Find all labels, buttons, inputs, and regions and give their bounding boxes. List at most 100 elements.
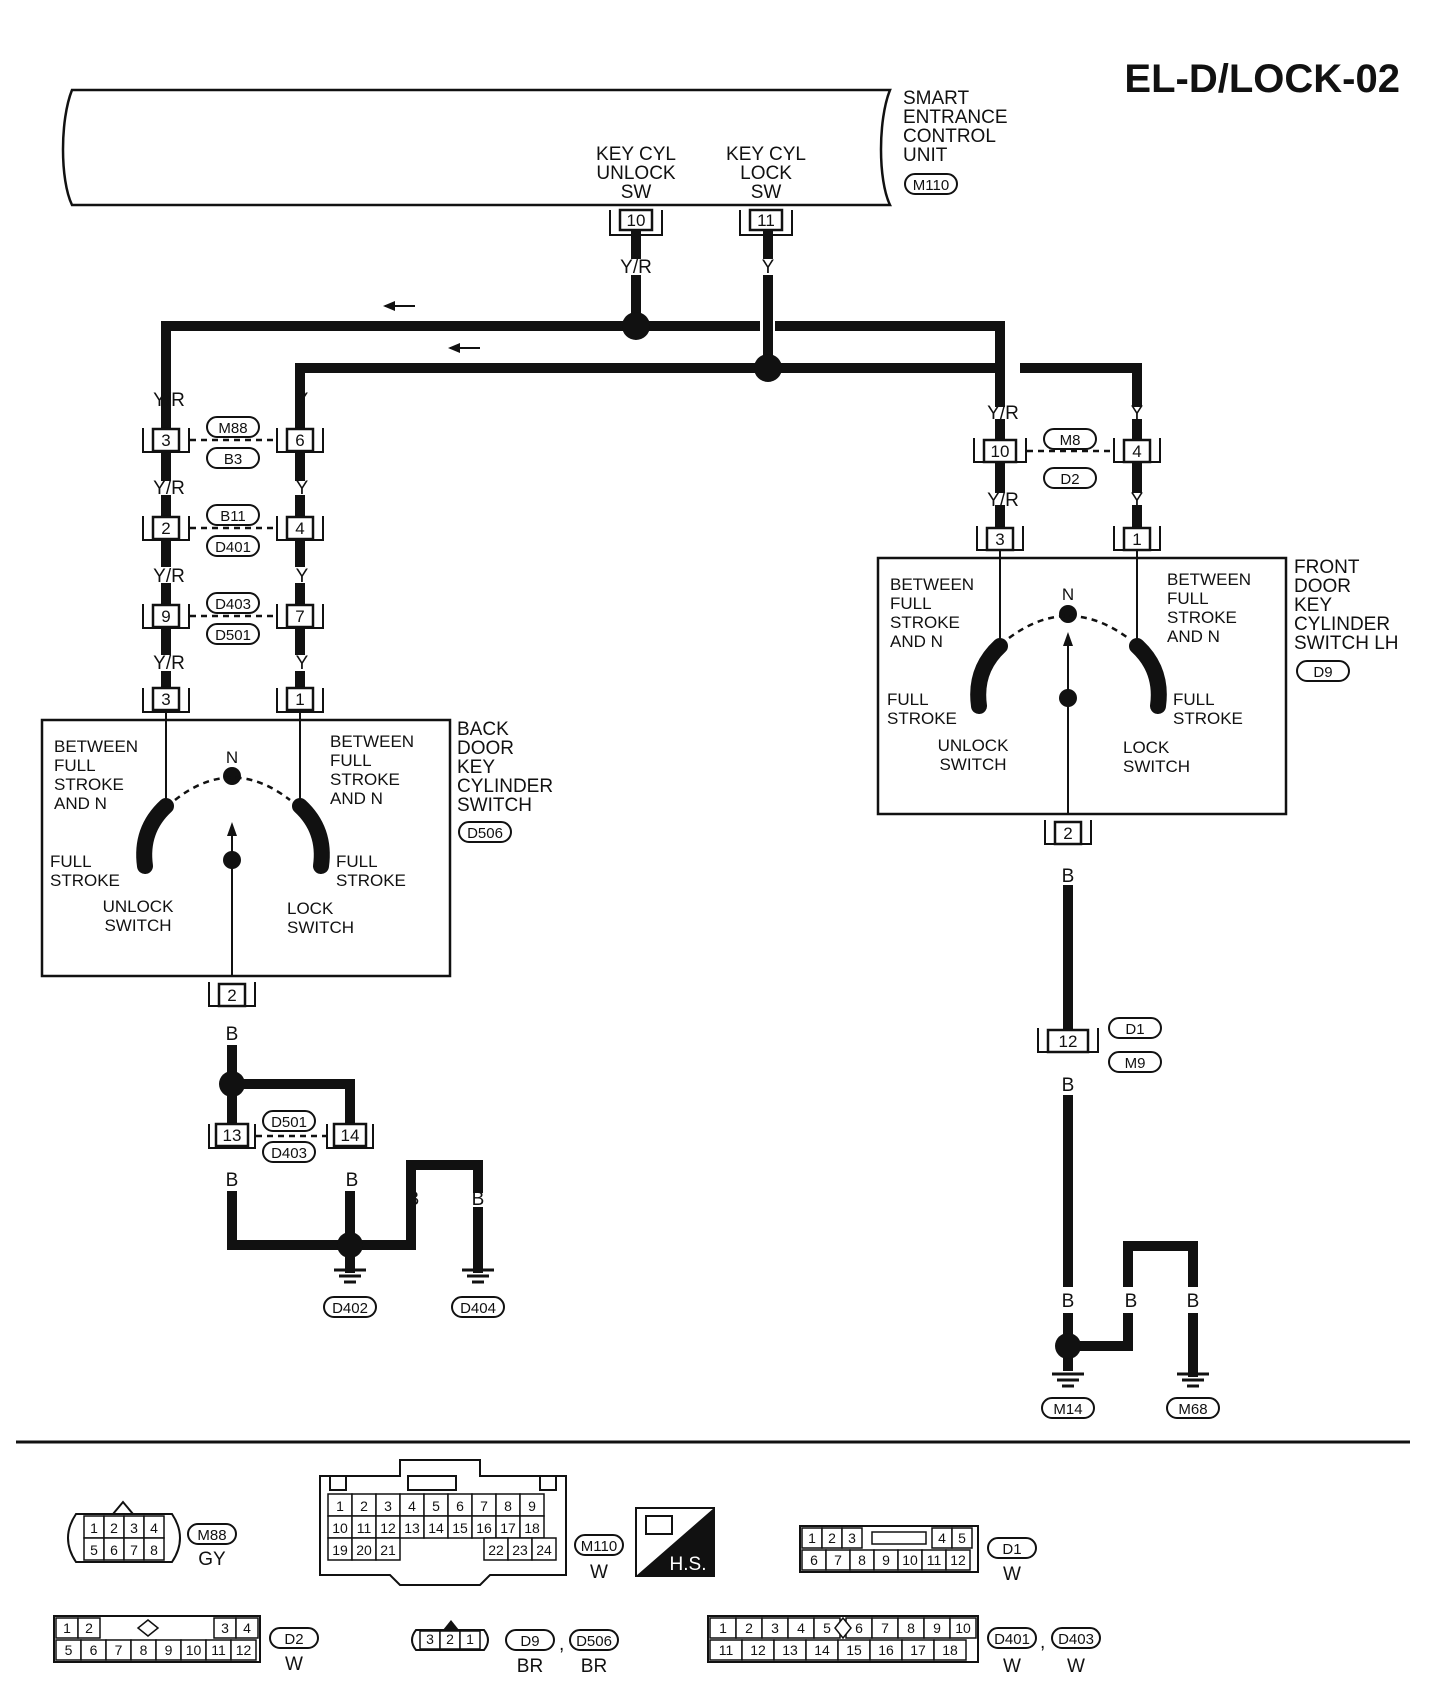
svg-text:7: 7 [115, 1642, 123, 1658]
svg-text:8: 8 [858, 1552, 866, 1568]
svg-text:5: 5 [65, 1642, 73, 1658]
connector-cell: 9 [519, 1493, 545, 1517]
svg-text:8: 8 [140, 1642, 148, 1658]
svg-text:20: 20 [356, 1542, 372, 1558]
svg-text:1: 1 [1132, 530, 1141, 549]
joint-pin: 9 [161, 607, 170, 626]
connector-cell: 12 [375, 1515, 401, 1539]
svg-text:6: 6 [810, 1552, 818, 1568]
joint-conn-bottom: B3 [224, 451, 242, 468]
connector-cell: 8 [495, 1493, 521, 1517]
svg-text:D2: D2 [1060, 471, 1079, 488]
svg-text:SWITCH LH: SWITCH LH [1294, 633, 1399, 654]
svg-text:12: 12 [950, 1552, 966, 1568]
svg-text:SWITCH: SWITCH [939, 755, 1006, 774]
connector-cell: 1 [801, 1527, 823, 1549]
svg-text:UNLOCK: UNLOCK [103, 897, 175, 916]
svg-text:4: 4 [1132, 442, 1141, 461]
front-harness: Y/R Y 10 4 M8 D2 Y/R Y 3 1 [973, 403, 1161, 552]
connector-cell: 3 [375, 1493, 401, 1517]
connector-cell: 5 [83, 1537, 105, 1561]
svg-text:2: 2 [110, 1520, 118, 1536]
connector-cell: 14 [423, 1515, 449, 1539]
hs-icon: H.S. [635, 1507, 715, 1577]
svg-text:3: 3 [384, 1498, 392, 1514]
connector-cell: 5 [423, 1493, 449, 1517]
back-switch-pin-2: 2 [208, 982, 256, 1008]
svg-text:FULL: FULL [890, 594, 932, 613]
svg-text:FULL: FULL [1173, 690, 1215, 709]
connector-cell: 10 [949, 1617, 977, 1639]
svg-text:4: 4 [938, 1530, 946, 1546]
svg-text:3: 3 [161, 690, 170, 709]
connector-cell: 12 [741, 1639, 775, 1661]
svg-text:9: 9 [165, 1642, 173, 1658]
connector-cell: 12 [230, 1639, 257, 1661]
svg-text:KEY: KEY [1294, 595, 1332, 616]
svg-text:B: B [1125, 1291, 1138, 1312]
connector-cell: 9 [873, 1549, 899, 1571]
svg-text:11: 11 [357, 1520, 372, 1536]
connector-key [834, 1616, 852, 1640]
svg-text:Y: Y [296, 653, 309, 674]
connector-cell: 5 [951, 1527, 973, 1549]
svg-text:W: W [285, 1654, 303, 1675]
svg-text:LOCK: LOCK [1123, 738, 1170, 757]
connector-cell: 16 [869, 1639, 903, 1661]
svg-text:6: 6 [855, 1620, 863, 1636]
svg-text:Y/R: Y/R [987, 403, 1019, 424]
svg-text:23: 23 [512, 1542, 528, 1558]
connector-cell: 1 [459, 1630, 481, 1650]
svg-text:D9: D9 [520, 1633, 539, 1650]
lock-terminal-label-1: KEY CYL [726, 144, 806, 165]
svg-text:3: 3 [221, 1620, 229, 1636]
connector-cell: 18 [933, 1639, 967, 1661]
connector-cell: 3 [841, 1527, 863, 1549]
svg-text:14: 14 [428, 1520, 444, 1536]
svg-text:7: 7 [480, 1498, 488, 1514]
svg-text:2: 2 [446, 1631, 454, 1647]
svg-text:B: B [226, 1170, 239, 1191]
diagram-title: EL-D/LOCK-02 [1124, 57, 1400, 101]
svg-text:4: 4 [408, 1498, 416, 1514]
svg-text:D403: D403 [271, 1145, 307, 1162]
joint-conn-top: M88 [218, 420, 247, 437]
lock-terminal-label-2: LOCK [740, 163, 792, 184]
back-switch-pin-1: 1 [276, 686, 324, 713]
connector-cell: 6 [103, 1537, 125, 1561]
unit-connector: M110 [913, 177, 949, 194]
connector-cell: 8 [130, 1639, 157, 1661]
svg-text:B: B [346, 1170, 359, 1191]
svg-text:FULL: FULL [336, 852, 378, 871]
svg-text:B: B [226, 1024, 239, 1045]
svg-text:16: 16 [878, 1642, 894, 1658]
svg-text:D506: D506 [467, 825, 503, 842]
svg-text:SWITCH: SWITCH [287, 918, 354, 937]
connector-cell: 9 [155, 1639, 182, 1661]
svg-text:AND N: AND N [1167, 627, 1220, 646]
connector-cell: 2 [735, 1617, 763, 1639]
connector-cell: 4 [143, 1515, 165, 1539]
svg-text:1: 1 [466, 1631, 474, 1647]
connector-cell: 8 [897, 1617, 925, 1639]
svg-text:7: 7 [130, 1542, 138, 1558]
svg-text:KEY: KEY [457, 757, 495, 778]
svg-text:1: 1 [719, 1620, 727, 1636]
connector-cell: 10 [327, 1515, 353, 1539]
connector-cell: 17 [901, 1639, 935, 1661]
svg-text:Y: Y [296, 478, 309, 499]
control-unit: SMART ENTRANCE CONTROL UNIT M110 KEY CYL… [61, 88, 1008, 207]
svg-text:BETWEEN: BETWEEN [890, 575, 974, 594]
connector-cell: 3 [419, 1630, 441, 1650]
wires-upper [161, 231, 1142, 407]
svg-text:W: W [1003, 1656, 1021, 1677]
svg-text:1: 1 [63, 1620, 71, 1636]
svg-text:12: 12 [750, 1642, 766, 1658]
svg-text:B: B [472, 1189, 485, 1210]
connector-cell: 4 [931, 1527, 953, 1549]
connector-cell: 2 [439, 1630, 461, 1650]
svg-text:CYLINDER: CYLINDER [457, 776, 553, 797]
